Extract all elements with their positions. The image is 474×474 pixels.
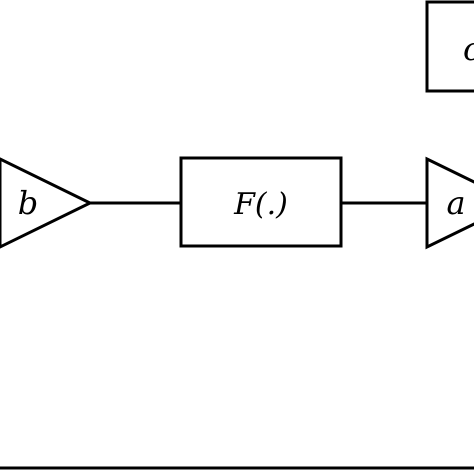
gain-block-b: b bbox=[0, 157, 94, 249]
function-label: F(.) bbox=[233, 187, 288, 222]
gain-block-a: a bbox=[425, 156, 474, 250]
function-box bbox=[179, 156, 343, 248]
gain-label-a: a bbox=[446, 184, 465, 222]
gain-triangle-b bbox=[0, 157, 94, 249]
block-c-label: c bbox=[463, 30, 474, 68]
gain-triangle-a bbox=[425, 156, 474, 250]
block-c: c bbox=[425, 0, 474, 93]
block-c-box bbox=[425, 0, 474, 93]
gain-label-b: b bbox=[18, 184, 38, 222]
function-block-f: F(.) bbox=[179, 156, 343, 248]
